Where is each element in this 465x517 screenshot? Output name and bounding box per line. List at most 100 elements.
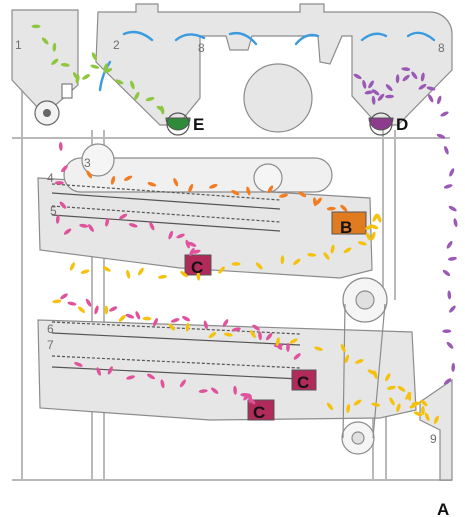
seed [189, 247, 195, 256]
seed [55, 214, 60, 224]
seed [80, 269, 90, 274]
seed [185, 322, 190, 332]
seed [426, 86, 436, 91]
seed [275, 337, 280, 347]
seed [353, 399, 362, 406]
seed [130, 80, 135, 90]
seed [436, 133, 446, 139]
feed-rotor [34, 83, 73, 126]
seed [176, 233, 185, 239]
seed [442, 329, 452, 334]
seed [397, 385, 406, 392]
label-6: 6 [47, 322, 54, 336]
seed [96, 367, 101, 376]
seed [41, 37, 49, 45]
seed [371, 95, 376, 105]
label-2: 2 [113, 38, 120, 52]
seed [223, 332, 233, 337]
seed [54, 181, 64, 185]
seed [77, 306, 86, 313]
seed [385, 84, 393, 92]
cup-E [165, 112, 191, 136]
bin-C-mid [291, 369, 317, 391]
label-7: 7 [47, 338, 54, 352]
seed [433, 415, 439, 424]
seed [447, 256, 457, 261]
seed [421, 406, 425, 415]
seed [52, 42, 57, 52]
seed [443, 184, 453, 189]
seed [58, 141, 63, 151]
seed [191, 249, 201, 254]
seed [449, 168, 455, 177]
seed [52, 299, 62, 304]
lower-sieve-box [37, 277, 417, 455]
seed [395, 74, 400, 84]
seed [386, 385, 396, 390]
seed [115, 79, 124, 85]
seed [88, 224, 94, 232]
seed [428, 94, 434, 103]
seed [145, 97, 155, 102]
seed [372, 213, 378, 222]
seed [279, 193, 288, 198]
seed [413, 411, 423, 417]
seed [323, 252, 330, 260]
seed [326, 402, 334, 411]
seed [424, 412, 430, 422]
seed [231, 327, 241, 332]
seed [248, 394, 252, 404]
seed [314, 346, 323, 351]
bin-B [331, 211, 367, 235]
air-flow-arrows [98, 30, 436, 92]
seed [160, 105, 165, 115]
seed [365, 232, 372, 241]
seed [134, 91, 140, 101]
seed [446, 240, 453, 249]
seed [364, 90, 374, 95]
seed [103, 68, 113, 74]
seed [203, 320, 208, 330]
seed [75, 74, 80, 84]
output-C-lower: C [253, 403, 265, 422]
seed [102, 266, 111, 272]
seed [86, 170, 93, 179]
seed [420, 72, 425, 82]
seed [293, 258, 301, 266]
seed [389, 397, 395, 406]
seed [357, 241, 367, 246]
seed [168, 230, 174, 240]
seed [168, 323, 175, 331]
seed [385, 94, 394, 99]
seed [125, 313, 135, 319]
seed [326, 206, 336, 211]
seed [63, 228, 72, 235]
seed [104, 305, 109, 315]
seed [61, 165, 68, 173]
seed [246, 186, 251, 196]
output-D: D [396, 115, 408, 134]
seed [289, 338, 298, 344]
output-C-upper: C [191, 258, 203, 277]
seed [119, 213, 128, 220]
seed [401, 67, 411, 71]
seed [196, 271, 201, 281]
seed [353, 73, 362, 80]
seed [315, 197, 322, 205]
seed [160, 379, 165, 389]
seed [371, 89, 380, 96]
seed [79, 223, 89, 228]
seed [411, 71, 418, 80]
bin-C-lower [247, 399, 275, 421]
seed [444, 145, 449, 155]
seed [377, 93, 385, 101]
seed [60, 63, 70, 67]
label-5: 5 [50, 204, 57, 218]
seed [286, 342, 290, 352]
seed [126, 269, 131, 279]
seed [231, 190, 240, 196]
seed [135, 311, 141, 320]
elevator [419, 378, 453, 481]
output-B: B [340, 218, 352, 237]
